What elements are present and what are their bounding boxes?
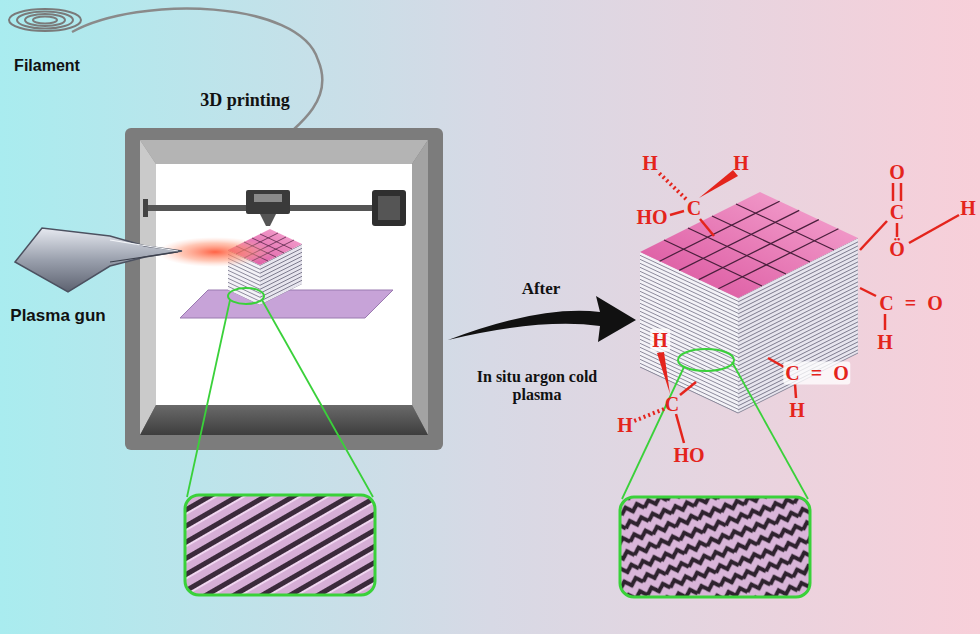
zoom-callout-right bbox=[620, 349, 810, 597]
printer-housing bbox=[125, 128, 443, 450]
atom-label: H bbox=[617, 414, 633, 437]
group-label: C = O bbox=[879, 292, 942, 315]
atom-label: C bbox=[890, 201, 904, 224]
atom-label: C bbox=[687, 197, 701, 220]
atom-label: H bbox=[733, 152, 749, 175]
atom-label: C bbox=[665, 393, 679, 416]
filament-spool bbox=[9, 9, 81, 31]
atom-label: H bbox=[960, 197, 976, 220]
arrow-label: After bbox=[522, 279, 561, 299]
atom-label: Ö bbox=[889, 238, 905, 261]
group-label: HO bbox=[636, 206, 667, 229]
part-label: Plasma gun bbox=[10, 306, 105, 326]
zoom-callout-left bbox=[185, 288, 375, 595]
build-plate bbox=[180, 290, 393, 318]
atom-label: O bbox=[889, 161, 905, 184]
stereo-wedges bbox=[657, 170, 738, 394]
atom-label: H bbox=[877, 331, 893, 354]
atom-label: H bbox=[789, 399, 805, 422]
group-label: HO bbox=[673, 444, 704, 467]
process-arrow bbox=[448, 296, 636, 342]
group-label: C = O bbox=[783, 362, 850, 385]
atom-label: H bbox=[642, 152, 658, 175]
plasma-gun bbox=[15, 228, 182, 292]
arrow-label: In situ argon cold plasma bbox=[462, 368, 612, 405]
atom-label: H bbox=[650, 329, 670, 352]
part-label: Filament bbox=[14, 57, 80, 75]
chemical-bonds bbox=[634, 172, 959, 443]
process-label: 3D printing bbox=[200, 90, 290, 111]
print-gantry bbox=[143, 190, 406, 226]
printed-cube-large bbox=[640, 192, 858, 413]
